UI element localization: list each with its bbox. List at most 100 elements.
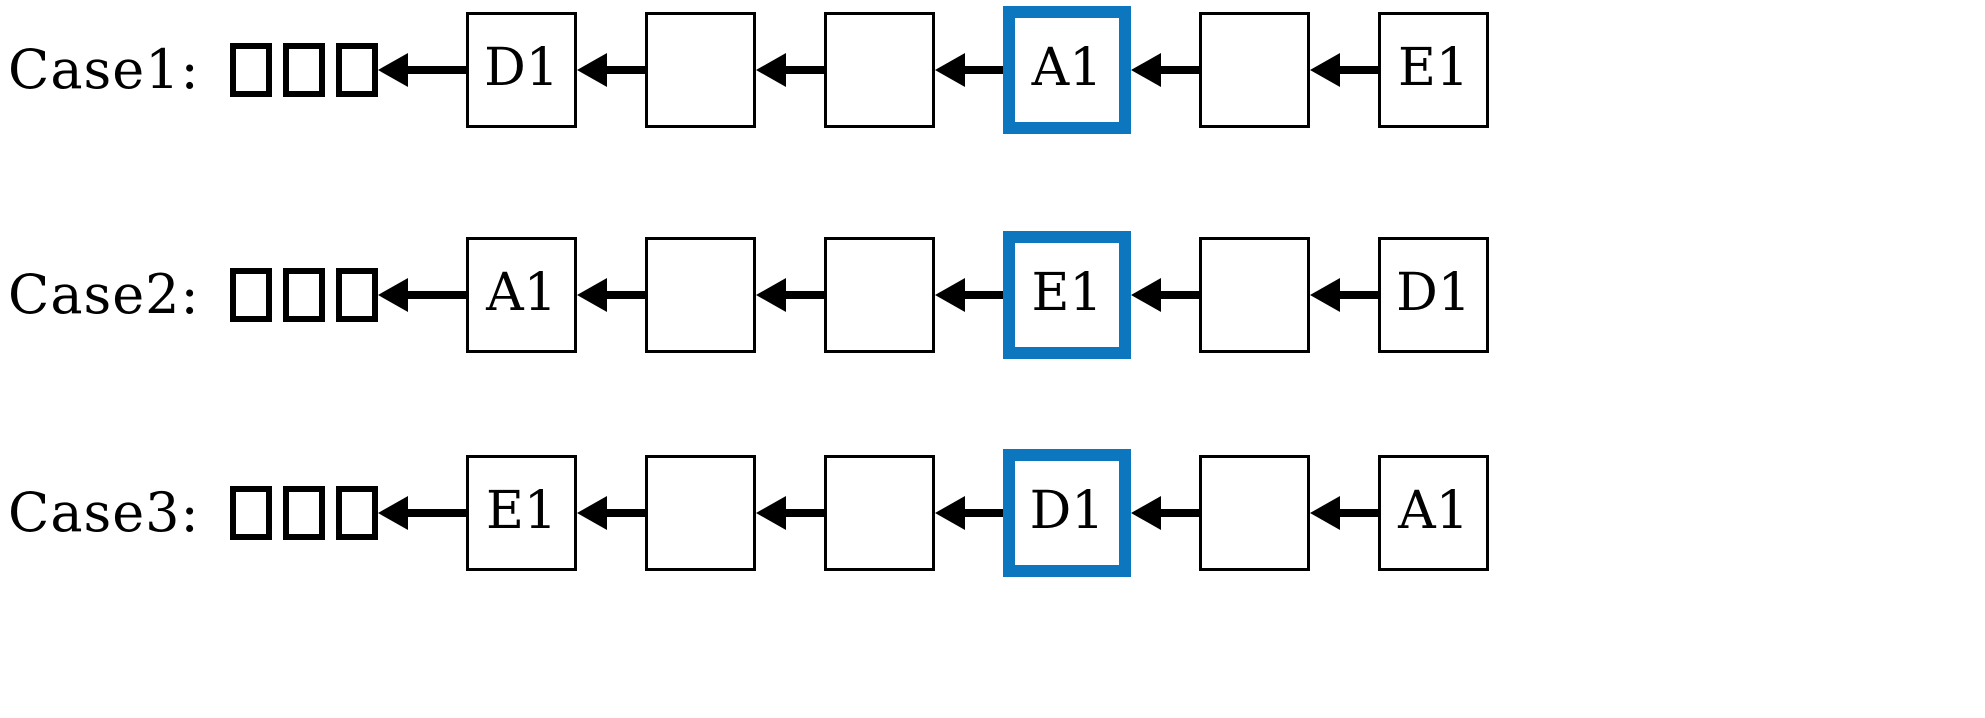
case-label: Case1: — [8, 38, 200, 101]
chain-node-label: D1 — [1029, 481, 1105, 541]
pending-slot — [230, 268, 272, 322]
case-label: Case3: — [8, 481, 200, 544]
arrow-head-icon — [577, 496, 607, 530]
case-row: Case2: A1 — [0, 230, 1985, 360]
chain-node-highlighted[interactable]: A1 — [1003, 6, 1131, 134]
chain-node[interactable] — [1199, 12, 1310, 128]
flow-arrow-icon — [756, 53, 824, 87]
arrow-head-icon — [1310, 278, 1340, 312]
case-label: Case2: — [8, 263, 200, 326]
pending-slot — [230, 486, 272, 540]
arrow-head-icon — [935, 53, 965, 87]
arrow-shaft — [786, 509, 824, 517]
chain-node[interactable]: D1 — [1378, 237, 1489, 353]
chain-node[interactable] — [824, 455, 935, 571]
chain-node[interactable]: A1 — [466, 237, 577, 353]
flow-arrow-icon — [756, 278, 824, 312]
arrow-shaft — [786, 291, 824, 299]
chain-node-highlighted[interactable]: E1 — [1003, 231, 1131, 359]
arrow-shaft — [607, 66, 645, 74]
flow-arrow-icon — [577, 53, 645, 87]
pending-slots — [230, 486, 378, 540]
flow-arrow-icon — [756, 496, 824, 530]
chain-node[interactable] — [1199, 455, 1310, 571]
arrow-head-icon — [378, 496, 408, 530]
arrow-head-icon — [756, 496, 786, 530]
arrow-shaft — [607, 291, 645, 299]
flow-arrow-icon — [1131, 53, 1199, 87]
chain-node-label: A1 — [1398, 481, 1469, 541]
flow-arrow-icon — [935, 496, 1003, 530]
chain-node-label: E1 — [485, 481, 558, 541]
chain-node[interactable] — [824, 237, 935, 353]
arrow-head-icon — [756, 53, 786, 87]
arrow-shaft — [786, 66, 824, 74]
flow-arrow-icon — [577, 496, 645, 530]
pending-slot — [283, 43, 325, 97]
chain-node-label: D1 — [484, 38, 559, 98]
arrow-head-icon — [577, 53, 607, 87]
chain-node[interactable]: E1 — [466, 455, 577, 571]
pending-slots — [230, 268, 378, 322]
flow-arrow-icon — [378, 496, 466, 530]
arrow-shaft — [408, 291, 466, 299]
arrow-shaft — [1340, 66, 1378, 74]
flow-arrow-icon — [1131, 278, 1199, 312]
arrow-head-icon — [935, 278, 965, 312]
pending-slots — [230, 43, 378, 97]
arrow-head-icon — [1131, 53, 1161, 87]
flow-arrow-icon — [1310, 53, 1378, 87]
arrow-shaft — [1161, 66, 1199, 74]
chain-node-label: D1 — [1396, 263, 1471, 323]
chain-node[interactable] — [645, 455, 756, 571]
arrow-shaft — [1161, 509, 1199, 517]
arrow-head-icon — [378, 278, 408, 312]
flow-arrow-icon — [1310, 278, 1378, 312]
chain-node[interactable]: D1 — [466, 12, 577, 128]
pending-slot — [336, 268, 378, 322]
arrow-shaft — [965, 66, 1003, 74]
node-chain: A1 E1 — [378, 231, 1489, 359]
arrow-head-icon — [935, 496, 965, 530]
pending-slot — [230, 43, 272, 97]
chain-node-label: A1 — [1031, 38, 1103, 98]
chain-node[interactable]: A1 — [1378, 455, 1489, 571]
flow-arrow-icon — [378, 53, 466, 87]
arrow-shaft — [1161, 291, 1199, 299]
flow-arrow-icon — [1310, 496, 1378, 530]
arrow-head-icon — [1310, 496, 1340, 530]
chain-node-label: E1 — [1031, 263, 1103, 323]
chain-node[interactable] — [645, 12, 756, 128]
chain-node-highlighted[interactable]: D1 — [1003, 449, 1131, 577]
arrow-head-icon — [1131, 496, 1161, 530]
arrow-head-icon — [1310, 53, 1340, 87]
arrow-shaft — [1340, 291, 1378, 299]
arrow-head-icon — [756, 278, 786, 312]
arrow-shaft — [408, 66, 466, 74]
flow-arrow-icon — [1131, 496, 1199, 530]
chain-node[interactable] — [824, 12, 935, 128]
chain-node[interactable] — [1199, 237, 1310, 353]
flow-arrow-icon — [577, 278, 645, 312]
pending-slot — [336, 486, 378, 540]
flow-arrow-icon — [935, 278, 1003, 312]
chain-node[interactable] — [645, 237, 756, 353]
node-chain: D1 A1 — [378, 6, 1489, 134]
pending-slot — [283, 486, 325, 540]
arrow-shaft — [1340, 509, 1378, 517]
pending-slot — [336, 43, 378, 97]
node-chain: E1 D1 — [378, 449, 1489, 577]
flow-arrow-icon — [935, 53, 1003, 87]
arrow-head-icon — [378, 53, 408, 87]
pending-slot — [283, 268, 325, 322]
case-row: Case1: D1 — [0, 5, 1985, 135]
chain-node-label: A1 — [486, 263, 557, 323]
arrow-head-icon — [577, 278, 607, 312]
chain-node-label: E1 — [1397, 38, 1470, 98]
chain-node[interactable]: E1 — [1378, 12, 1489, 128]
flow-arrow-icon — [378, 278, 466, 312]
arrow-shaft — [408, 509, 466, 517]
arrow-shaft — [607, 509, 645, 517]
arrow-shaft — [965, 291, 1003, 299]
